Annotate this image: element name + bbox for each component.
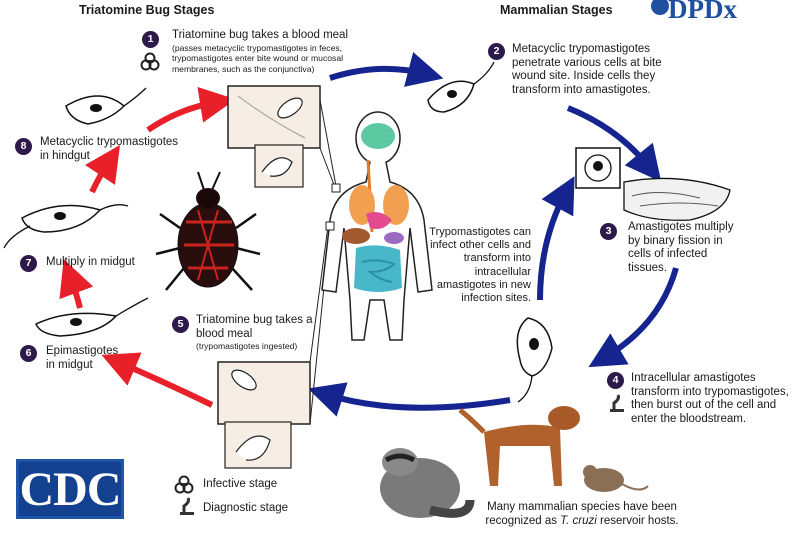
step-5-label: Triatomine bug takes a blood meal (trypo… — [196, 314, 326, 352]
bite-box-top — [227, 85, 321, 149]
step-4-badge: 4 — [607, 372, 624, 389]
step-1-label: Triatomine bug takes a blood meal (passe… — [172, 29, 362, 74]
dpdx-logo: DPDx — [668, 0, 737, 24]
reservoir-species: T. cruzi — [560, 514, 597, 527]
step-3-badge: 3 — [600, 223, 617, 240]
step-4-label: Intracellular amastigotes transform into… — [631, 372, 789, 425]
reservoir-line-2-post: reservoir hosts. — [596, 514, 679, 527]
mammalian-stages-header: Mammalian Stages — [500, 3, 613, 17]
bite-box-bottom — [217, 361, 311, 425]
multiplying-epimastigotes — [3, 204, 129, 249]
step-7-label: Multiply in midgut — [46, 256, 135, 268]
arrow-1-to-2 — [329, 52, 444, 87]
legend-diagnostic-stage: Diagnostic stage — [203, 502, 289, 514]
step-5-badge: 5 — [172, 316, 189, 333]
step-2-badge: 2 — [488, 43, 505, 60]
bloodstream-trypomastigote — [516, 317, 553, 403]
infected-tissue — [623, 177, 731, 221]
reservoir-line-2-pre: recognized as — [485, 514, 561, 527]
arrow-6-to-7 — [59, 259, 94, 309]
rat-figure — [583, 465, 649, 492]
triatomine-bug-figure — [155, 171, 261, 291]
step-5-note: (trypomastigotes ingested) — [196, 341, 298, 351]
arrow-7-to-8 — [85, 145, 120, 194]
metacyclic-trypomastigote-bite-site — [427, 61, 495, 113]
reservoir-line-1: Many mammalian species have been — [487, 501, 677, 513]
raccoon-figure — [380, 448, 475, 518]
epimastigote-midgut — [35, 297, 149, 337]
step-1-note: (passes metacyclic trypomastigotes in fe… — [172, 42, 344, 74]
reservoir-hosts-note: Many mammalian species have been recogni… — [482, 501, 682, 528]
step-1-badge: 1 — [142, 31, 159, 48]
step-7-badge: 7 — [20, 255, 37, 272]
microscope-icon — [180, 497, 194, 515]
arrow-3-to-4 — [588, 267, 679, 368]
dpdx-logo-mark — [651, 0, 669, 15]
legend-infective-stage: Infective stage — [203, 478, 278, 490]
biohazard-icon — [174, 475, 194, 494]
reinfection-note: Trypomastigotes can infect other cells a… — [429, 226, 531, 305]
metacyclic-trypomastigote-hindgut — [65, 87, 147, 125]
triatomine-stages-header: Triatomine Bug Stages — [79, 3, 215, 17]
arrow-2-to-3 — [566, 105, 662, 183]
step-6-label: Epimastigotes in midgut — [46, 345, 119, 371]
step-6-badge: 6 — [20, 345, 37, 362]
dog-figure — [458, 406, 580, 486]
step-1-title: Triatomine bug takes a blood meal — [172, 29, 349, 41]
step-8-badge: 8 — [15, 138, 32, 155]
arrow-8-to-1 — [146, 87, 236, 133]
amastigote-cell-inset — [575, 147, 621, 189]
human-body-figure — [321, 111, 433, 341]
cdc-logo: CDC — [16, 459, 124, 519]
arrow-4-to-3-reinfect — [537, 176, 575, 301]
step-2-label: Metacyclic trypomastigotes penetrate var… — [512, 43, 662, 96]
biohazard-icon — [140, 52, 160, 71]
microscope-icon — [610, 394, 624, 412]
step-3-label: Amastigotes multiply by binary fission i… — [628, 221, 734, 274]
step-5-title: Triatomine bug takes a blood meal — [196, 314, 313, 340]
arrow-5-to-6 — [101, 352, 214, 408]
arrow-4-to-5 — [307, 382, 511, 417]
step-8-label: Metacyclic trypomastigotes in hindgut — [40, 136, 179, 162]
